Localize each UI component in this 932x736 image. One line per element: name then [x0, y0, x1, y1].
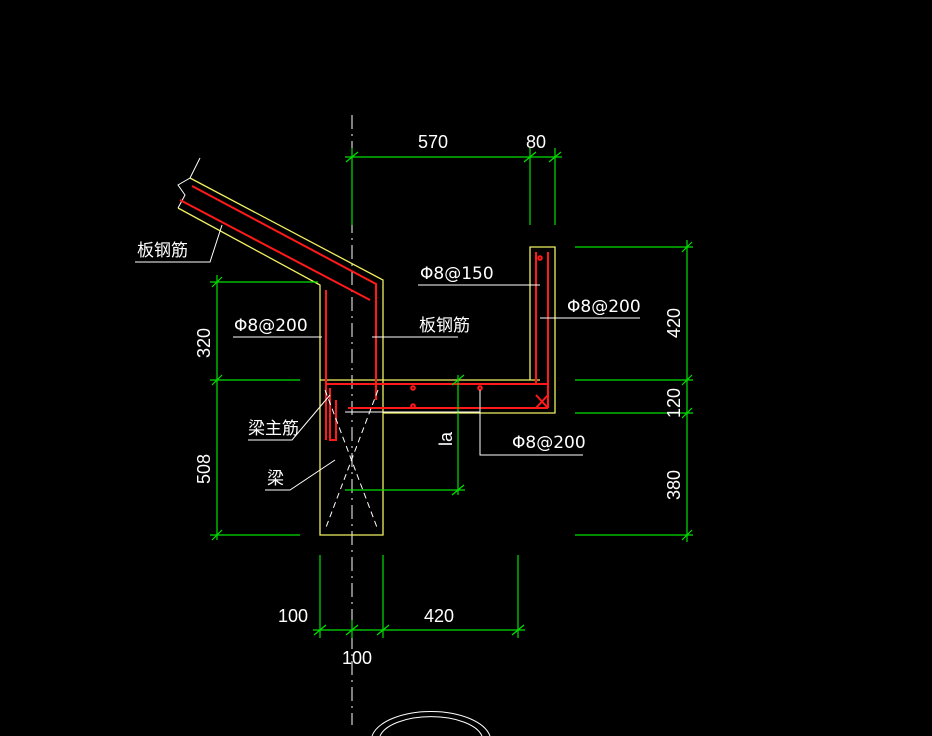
dim-la: la — [436, 431, 456, 446]
label-beam-main-rebar: 梁主筋 — [248, 419, 299, 439]
label-phi8-200-left: Φ8@200 — [234, 316, 308, 336]
dim-420-right: 420 — [664, 308, 684, 338]
label-beam: 梁 — [267, 469, 284, 489]
dimension-lines — [210, 148, 693, 638]
dim-380: 380 — [664, 470, 684, 500]
dim-508: 508 — [194, 454, 214, 484]
label-phi8-200-bottom: Φ8@200 — [512, 433, 586, 453]
leader-lines — [135, 224, 640, 491]
label-slab-rebar-top: 板钢筋 — [137, 241, 188, 261]
label-slab-rebar-mid: 板钢筋 — [419, 316, 470, 336]
dim-120: 120 — [664, 388, 684, 418]
label-phi8-200-right: Φ8@200 — [567, 297, 641, 317]
dim-100-bottom: 100 — [278, 606, 308, 626]
dim-570: 570 — [418, 132, 448, 152]
concrete-outline — [177, 157, 556, 536]
rebar-lines — [179, 185, 549, 441]
beam-cross-hatch — [324, 389, 379, 531]
label-phi8-150: Φ8@150 — [420, 264, 494, 284]
partial-circle-symbol — [371, 710, 491, 736]
dim-80: 80 — [526, 132, 546, 152]
dim-320: 320 — [194, 328, 214, 358]
dim-420-bottom: 420 — [424, 606, 454, 626]
dim-100-lower: 100 — [342, 648, 372, 668]
